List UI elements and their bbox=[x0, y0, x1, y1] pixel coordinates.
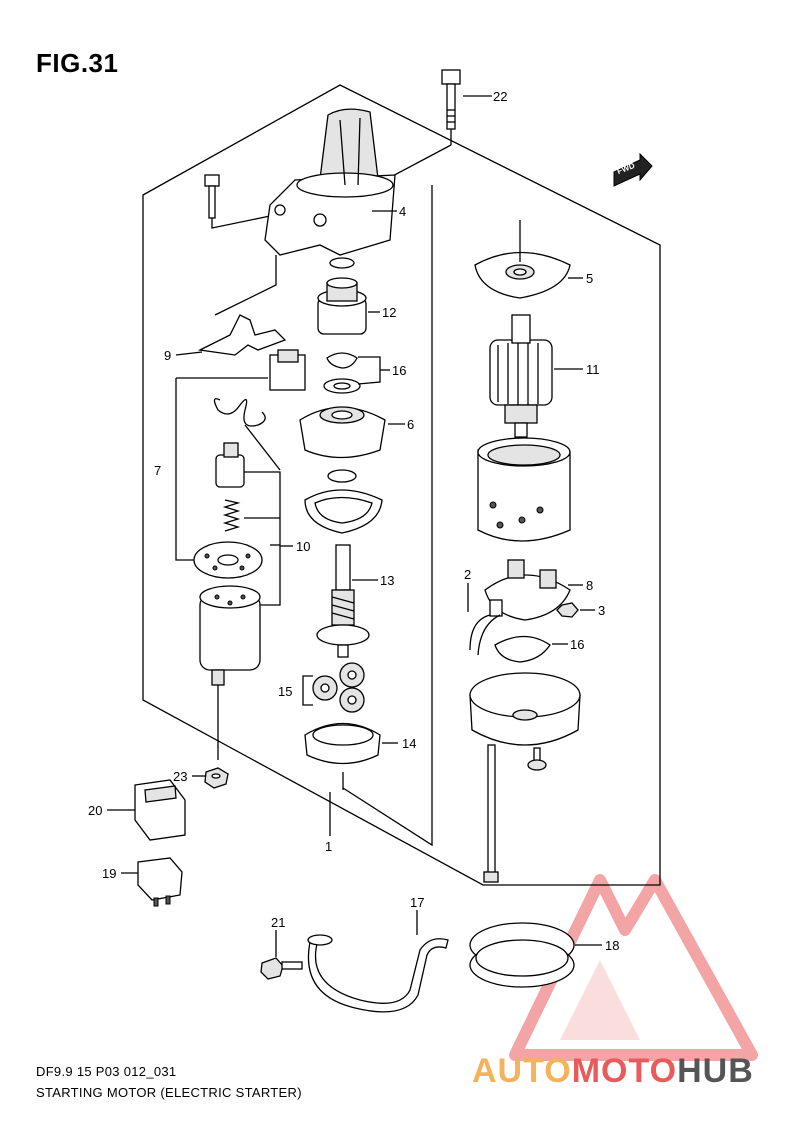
callout-21: 21 bbox=[271, 915, 286, 930]
lever-9 bbox=[197, 314, 287, 356]
callout-15: 15 bbox=[278, 684, 293, 699]
relay-19 bbox=[137, 857, 183, 907]
shaft-13 bbox=[316, 544, 370, 658]
plate-5 bbox=[474, 251, 571, 299]
callout-10: 10 bbox=[296, 539, 311, 554]
brush-plate bbox=[193, 541, 263, 579]
washer-small bbox=[327, 469, 357, 483]
callout-23: 23 bbox=[173, 769, 188, 784]
fwd-badge bbox=[613, 152, 653, 187]
callout-17: 17 bbox=[410, 895, 425, 910]
relay-20 bbox=[134, 779, 186, 841]
inner-frame-right bbox=[342, 185, 433, 847]
callout-7: 7 bbox=[154, 463, 162, 478]
callout-11: 11 bbox=[586, 362, 600, 377]
nut-3 bbox=[556, 602, 579, 618]
end-housing bbox=[469, 672, 581, 746]
callout-8: 8 bbox=[586, 578, 594, 593]
gasket-ring bbox=[304, 489, 383, 534]
callout-16-upper: 16 bbox=[392, 363, 407, 378]
callout-14: 14 bbox=[402, 736, 417, 751]
callout-20: 20 bbox=[88, 803, 103, 818]
small-bolt bbox=[204, 174, 220, 219]
callout-12: 12 bbox=[382, 305, 397, 320]
through-bolt bbox=[483, 744, 499, 883]
nut-23 bbox=[204, 767, 229, 789]
screw-small bbox=[527, 747, 547, 771]
ring-gear-14 bbox=[304, 722, 381, 765]
callout-16-lower: 16 bbox=[570, 637, 585, 652]
watermark-part-moto: MOTO bbox=[571, 1052, 678, 1090]
callout-4: 4 bbox=[399, 204, 407, 219]
callout-2: 2 bbox=[464, 567, 472, 582]
pinion-gear-12 bbox=[317, 277, 367, 335]
frame-6 bbox=[299, 406, 386, 459]
callout-13: 13 bbox=[380, 573, 395, 588]
callout-22: 22 bbox=[493, 89, 508, 104]
watermark-text: AUTOMOTOHUB bbox=[472, 1052, 754, 1091]
diagram-code: DF9.9 15 P03 012_031 bbox=[36, 1064, 177, 1079]
bolt-21 bbox=[260, 957, 303, 980]
callout-9: 9 bbox=[164, 348, 172, 363]
armature-11 bbox=[489, 314, 553, 438]
figure-title: FIG.31 bbox=[36, 48, 119, 78]
watermark-part-hub: HUB bbox=[677, 1052, 754, 1090]
callout-6: 6 bbox=[407, 417, 415, 432]
brush-holder-7 bbox=[213, 349, 306, 427]
watermark-part-auto: AUTO bbox=[472, 1052, 572, 1090]
lock-plate-16b bbox=[494, 635, 551, 663]
brush-10 bbox=[215, 442, 245, 532]
callout-1: 1 bbox=[325, 839, 333, 854]
band-18 bbox=[469, 922, 575, 988]
ring-small bbox=[329, 257, 355, 269]
clip-ring-16a bbox=[323, 352, 361, 394]
bolt-22 bbox=[441, 69, 461, 130]
yoke-housing bbox=[477, 437, 571, 542]
gears-15 bbox=[312, 662, 365, 713]
bracket-17 bbox=[307, 934, 449, 1013]
assembly-frame-outline bbox=[142, 84, 661, 886]
watermark-logo bbox=[509, 874, 758, 1061]
callout-18: 18 bbox=[605, 938, 620, 953]
callout-5: 5 bbox=[586, 271, 594, 286]
callout-3: 3 bbox=[598, 603, 606, 618]
end-cover-4 bbox=[264, 108, 396, 256]
motor-body bbox=[199, 585, 261, 686]
diagram-caption: STARTING MOTOR (ELECTRIC STARTER) bbox=[36, 1085, 302, 1100]
brush-holder-8 bbox=[469, 559, 571, 656]
callout-19: 19 bbox=[102, 866, 117, 881]
